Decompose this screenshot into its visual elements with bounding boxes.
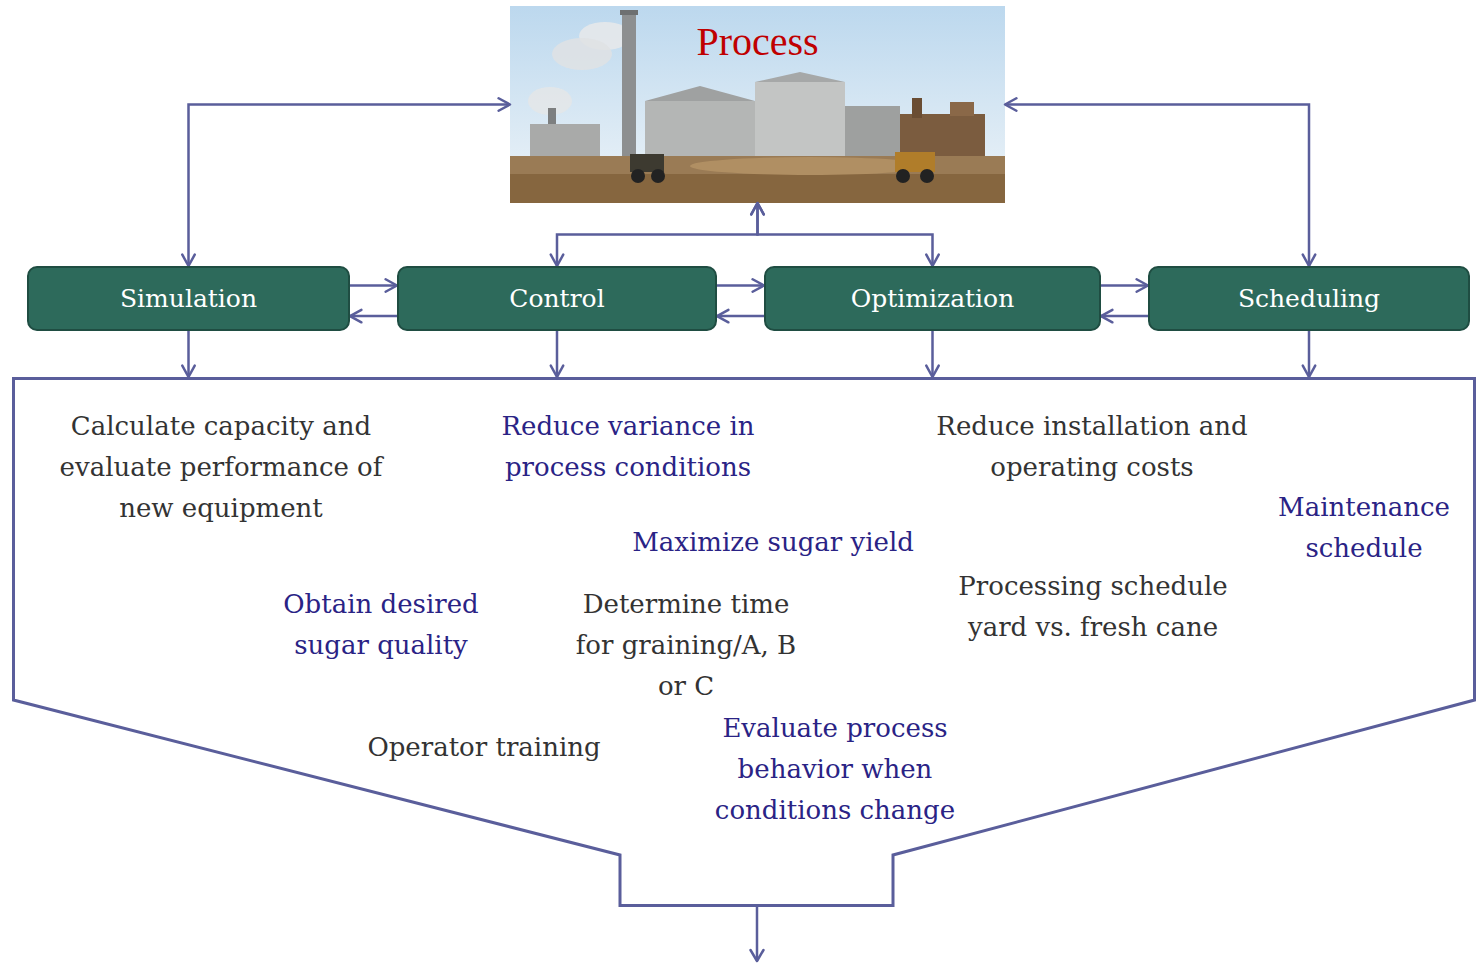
- process-picture-node: Process: [510, 6, 1005, 203]
- connector-arrow: [350, 279, 397, 291]
- building: [845, 106, 900, 159]
- connector-line: [758, 203, 933, 266]
- benefit-text: Maintenance schedule: [1259, 487, 1469, 569]
- text-slot: Reduce variance in process conditions: [473, 406, 783, 488]
- connector-arrow: [350, 310, 397, 322]
- roof: [645, 86, 755, 101]
- arrowhead: [926, 255, 938, 266]
- chimney: [622, 10, 636, 156]
- connector-arrow: [926, 331, 938, 377]
- process-title: Process: [510, 18, 1005, 65]
- benefit-text: Maximize sugar yield: [593, 522, 953, 563]
- connector-arrow: [1101, 310, 1148, 322]
- activity-box: Simulation: [27, 266, 350, 331]
- benefit-text: Calculate capacity and evaluate performa…: [46, 406, 396, 529]
- building: [530, 124, 600, 158]
- mill-structure: [912, 98, 922, 118]
- text-slot: Maximize sugar yield: [593, 522, 953, 563]
- text-slot: Obtain desired sugar quality: [256, 584, 506, 666]
- loader: [895, 152, 935, 172]
- arrowhead: [751, 203, 763, 214]
- connector-arrow: [1005, 98, 1315, 266]
- connector-arrow: [182, 331, 194, 377]
- building: [645, 101, 755, 159]
- connector-line: [189, 105, 511, 267]
- connector-arrow: [1303, 331, 1315, 377]
- sky: [510, 6, 1005, 203]
- arrowhead: [350, 310, 361, 322]
- connector-line: [717, 315, 764, 318]
- activity-label: Simulation: [120, 284, 257, 313]
- text-slot: Determine time for graining/A, B or C: [569, 584, 804, 707]
- text-slot: Maintenance schedule: [1259, 487, 1469, 569]
- activity-box: Optimization: [764, 266, 1101, 331]
- connector-line: [1308, 331, 1311, 377]
- benefit-text: Reduce installation and operating costs: [932, 406, 1252, 488]
- arrowhead: [753, 279, 764, 291]
- benefit-text: Processing schedule yard vs. fresh cane: [928, 566, 1258, 648]
- text-slot: Processing schedule yard vs. fresh cane: [928, 566, 1258, 648]
- arrowhead: [717, 310, 728, 322]
- benefit-text: Reduce variance in process conditions: [473, 406, 783, 488]
- text-slot: Evaluate process behavior when condition…: [705, 708, 965, 831]
- output-arrow: [756, 907, 759, 961]
- arrowhead: [386, 279, 397, 291]
- connector-arrow: [717, 310, 764, 322]
- arrowhead: [1101, 310, 1112, 322]
- text-slot: Operator training: [324, 727, 644, 768]
- building: [755, 82, 845, 159]
- cane-pile: [690, 157, 930, 175]
- text-slot: Calculate capacity and evaluate performa…: [46, 406, 396, 529]
- arrowhead: [1303, 366, 1315, 377]
- activity-label: Control: [509, 284, 604, 313]
- arrowhead: [182, 366, 194, 377]
- arrowhead: [1005, 98, 1016, 110]
- connector-arrow: [551, 331, 563, 377]
- mill-structure: [950, 102, 974, 116]
- connector-line: [350, 284, 397, 287]
- roof: [755, 72, 845, 82]
- connector-line: [1005, 105, 1309, 267]
- connector-line: [1101, 315, 1148, 318]
- connector-line: [557, 203, 758, 266]
- activity-box: Control: [397, 266, 717, 331]
- connector-line: [187, 331, 190, 377]
- connector-line: [556, 331, 559, 377]
- connector-arrow: [717, 279, 764, 291]
- benefit-text: Obtain desired sugar quality: [256, 584, 506, 666]
- connector-line: [350, 315, 397, 318]
- activity-box: Scheduling: [1148, 266, 1470, 331]
- arrowhead: [551, 255, 563, 266]
- arrowhead: [926, 366, 938, 377]
- connector-arrow: [1101, 279, 1148, 291]
- arrowhead: [1303, 255, 1315, 266]
- connector-line: [717, 284, 764, 287]
- benefit-text: Determine time for graining/A, B or C: [569, 584, 804, 707]
- benefit-text: Evaluate process behavior when condition…: [705, 708, 965, 831]
- activity-label: Optimization: [851, 284, 1015, 313]
- wheel: [651, 169, 665, 183]
- arrowhead: [751, 950, 764, 961]
- activity-label: Scheduling: [1238, 284, 1380, 313]
- connector-arrow: [551, 203, 764, 266]
- chimney-cap: [620, 10, 638, 15]
- benefit-text: Operator training: [324, 727, 644, 768]
- connector-arrow: [751, 203, 938, 266]
- connector-line: [931, 331, 934, 377]
- arrowhead: [499, 98, 510, 110]
- wheel: [920, 169, 934, 183]
- arrowhead: [182, 255, 194, 266]
- wheel: [896, 169, 910, 183]
- connector-arrow: [182, 98, 510, 266]
- wheel: [631, 169, 645, 183]
- arrowhead: [1137, 279, 1148, 291]
- funnel-border: [14, 379, 1476, 906]
- smoke: [552, 38, 612, 70]
- outcome-funnel: Calculate capacity and evaluate performa…: [12, 377, 1476, 907]
- connector-line: [1101, 284, 1148, 287]
- arrowhead: [551, 366, 563, 377]
- text-slot: Reduce installation and operating costs: [932, 406, 1252, 488]
